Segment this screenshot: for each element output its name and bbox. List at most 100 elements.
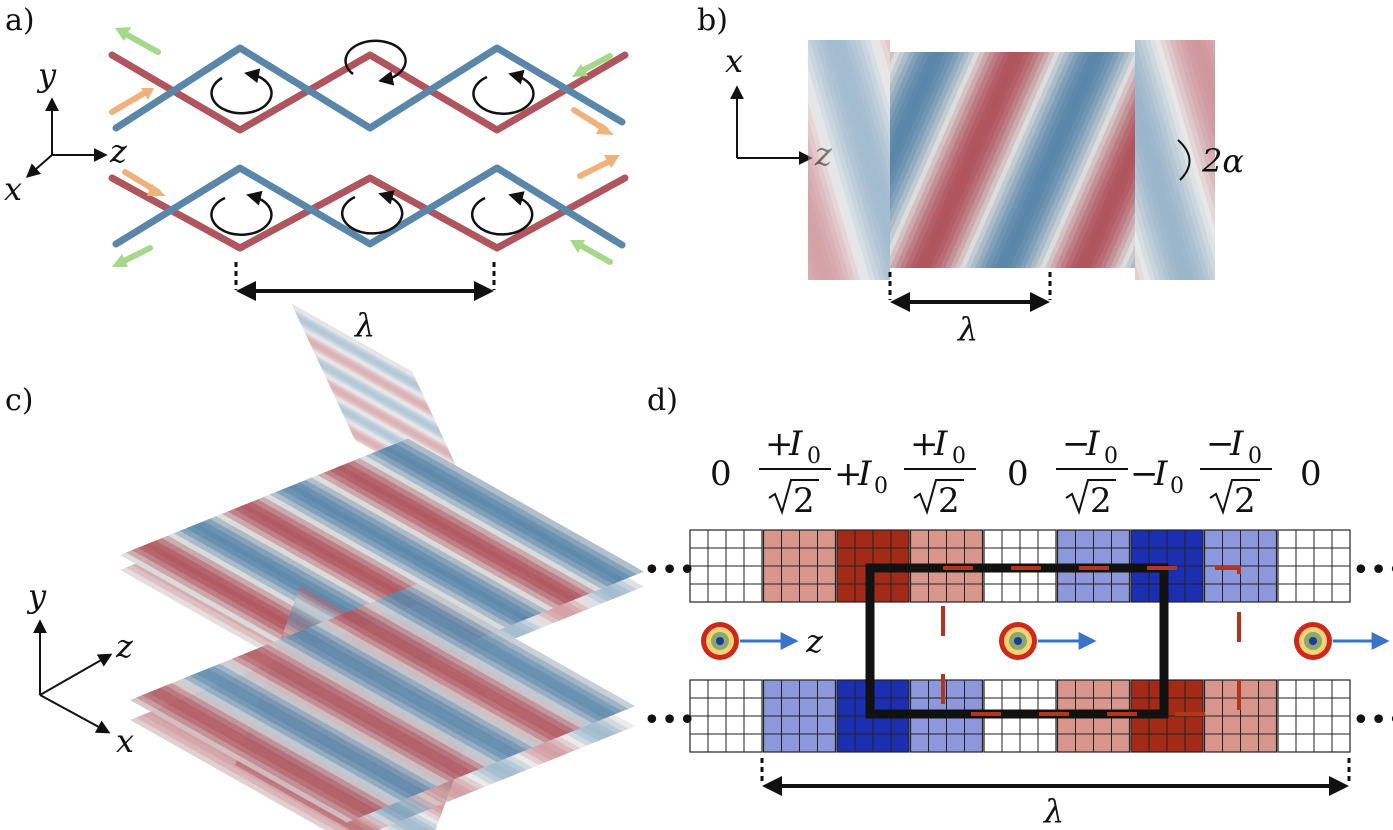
panel-a-axes: y z x — [4, 56, 128, 208]
stripe — [1280, 40, 1356, 280]
stripe — [1345, 52, 1393, 268]
stripe — [1135, 40, 1176, 280]
svg-text:2: 2 — [938, 481, 960, 521]
panel-a-period: λ — [234, 262, 496, 344]
stripe — [890, 52, 916, 268]
beam-icon — [701, 622, 799, 660]
stripe — [1155, 40, 1215, 280]
stripe — [1105, 52, 1135, 268]
stripe — [890, 52, 931, 268]
stripe — [1240, 52, 1341, 268]
stripe — [808, 40, 841, 280]
stripe — [890, 52, 971, 268]
stripe — [808, 40, 876, 280]
stripe — [685, 40, 761, 280]
stripe — [1100, 52, 1135, 268]
orange-arrow-icon — [577, 157, 615, 179]
green-arrow-icon — [575, 241, 613, 265]
svg-text:0: 0 — [1007, 454, 1029, 494]
stripe — [1240, 40, 1316, 280]
stripe — [890, 52, 951, 268]
stripe — [1235, 40, 1311, 280]
stripe — [1245, 52, 1346, 268]
stripe — [620, 40, 696, 280]
stripe — [645, 40, 721, 280]
circulation-icon — [344, 39, 407, 86]
stripe — [808, 40, 866, 280]
svg-text:I: I — [933, 424, 948, 464]
grid-block — [762, 679, 837, 753]
panel-d-label: d) — [647, 383, 678, 418]
svg-text:0: 0 — [1104, 444, 1118, 469]
stripe — [808, 40, 881, 280]
panel-c-layers — [120, 303, 644, 830]
stripe — [705, 52, 806, 268]
stripe — [995, 52, 1096, 268]
stripe — [1255, 52, 1356, 268]
stripe — [830, 40, 890, 280]
stripe — [635, 40, 711, 280]
ellipsis-top-right: ••• — [1352, 553, 1393, 588]
stripe — [655, 40, 731, 280]
stripe — [890, 52, 991, 268]
stripe — [1285, 40, 1361, 280]
panel-b-angle: 2α — [1177, 139, 1244, 181]
stripe — [1300, 40, 1376, 280]
stripe — [1145, 40, 1215, 280]
panel-d-period: λ — [760, 758, 1351, 830]
stripe — [970, 52, 1071, 268]
panel-d-beams: z — [701, 622, 1390, 660]
stripe — [1305, 40, 1381, 280]
stripe — [1320, 40, 1393, 280]
stripe — [1135, 40, 1196, 280]
stripe — [710, 52, 811, 268]
orange-arrow-icon — [109, 89, 149, 115]
stripe — [890, 52, 921, 268]
stripe — [890, 52, 986, 268]
circulation-icon — [470, 191, 534, 236]
stripe — [835, 40, 890, 280]
stripe — [1090, 52, 1135, 268]
svg-text:0: 0 — [1248, 444, 1262, 469]
stripe — [1255, 40, 1331, 280]
stripe — [920, 52, 1021, 268]
stripe — [590, 40, 666, 280]
svg-text:I: I — [1153, 454, 1168, 494]
stripe — [935, 52, 1036, 268]
panel-b-axis-x: x — [725, 42, 743, 80]
stripe — [680, 40, 756, 280]
panel-d-lambda: λ — [1042, 792, 1064, 830]
beam-icon — [999, 622, 1097, 660]
stripe — [1070, 52, 1135, 268]
panel-a-flow-arrows — [109, 27, 620, 267]
stripe — [710, 40, 786, 280]
stripe — [1140, 40, 1215, 280]
stripe — [855, 40, 890, 280]
stripe — [1135, 40, 1191, 280]
stripe — [1310, 52, 1393, 268]
stripe — [865, 40, 890, 280]
stripe — [890, 52, 941, 268]
svg-text:2: 2 — [1234, 481, 1256, 521]
stripe — [1075, 52, 1135, 268]
stripe — [1260, 40, 1336, 280]
stripe — [1325, 40, 1393, 280]
current-label: 0 — [710, 454, 732, 494]
stripe — [930, 52, 1031, 268]
circulation-icon — [210, 68, 273, 115]
stripe — [1135, 40, 1171, 280]
current-label: 0 — [1007, 454, 1029, 494]
stripe — [955, 52, 1056, 268]
grid-block — [1277, 679, 1351, 753]
stripe — [695, 52, 796, 268]
stripe — [720, 52, 821, 268]
stripe — [1190, 40, 1215, 280]
stripe — [1030, 52, 1131, 268]
stripe — [1290, 40, 1366, 280]
stripe — [890, 52, 961, 268]
panel-a-label: a) — [5, 3, 35, 38]
